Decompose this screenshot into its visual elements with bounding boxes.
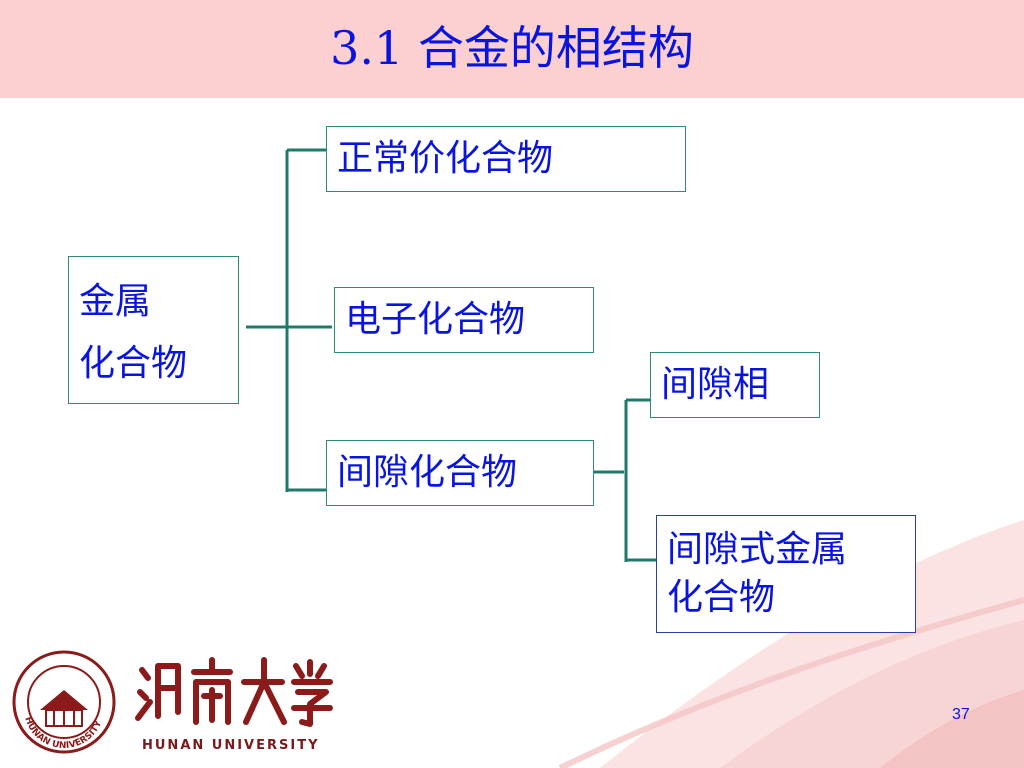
university-seal-icon: HUNAN UNIVERSITY (12, 650, 116, 754)
node-electron-compound: 电子化合物 (334, 287, 594, 353)
node-interstitial-metal-compound-line-2: 化合物 (667, 577, 776, 618)
node-electron-compound-label: 电子化合物 (345, 299, 526, 340)
node-metal-compound: 金属 化合物 (68, 256, 239, 404)
node-normal-valence-compound: 正常价化合物 (326, 126, 686, 192)
node-interstitial-metal-compound-line-1: 间隙式金属 (667, 529, 848, 570)
node-metal-compound-line-1: 金属 (79, 281, 152, 322)
slide-title: 3.1 合金的相结构 (330, 21, 694, 75)
university-logo: HUNAN UNIVERSITY HUNAN UNIVERSITY (10, 648, 340, 756)
node-normal-valence-compound-label: 正常价化合物 (337, 138, 554, 179)
node-interstitial-phase-label: 间隙相 (661, 364, 770, 405)
node-interstitial-phase: 间隙相 (650, 352, 820, 418)
university-calligraphy-logo (135, 657, 333, 727)
node-metal-compound-line-2: 化合物 (79, 343, 188, 384)
page-number: 37 (952, 706, 970, 723)
node-interstitial-compound: 间隙化合物 (326, 440, 594, 506)
node-interstitial-compound-label: 间隙化合物 (337, 452, 518, 493)
title-bar: 3.1 合金的相结构 (0, 0, 1024, 98)
university-name-en: HUNAN UNIVERSITY (142, 738, 320, 753)
node-interstitial-metal-compound: 间隙式金属 化合物 (656, 515, 916, 633)
